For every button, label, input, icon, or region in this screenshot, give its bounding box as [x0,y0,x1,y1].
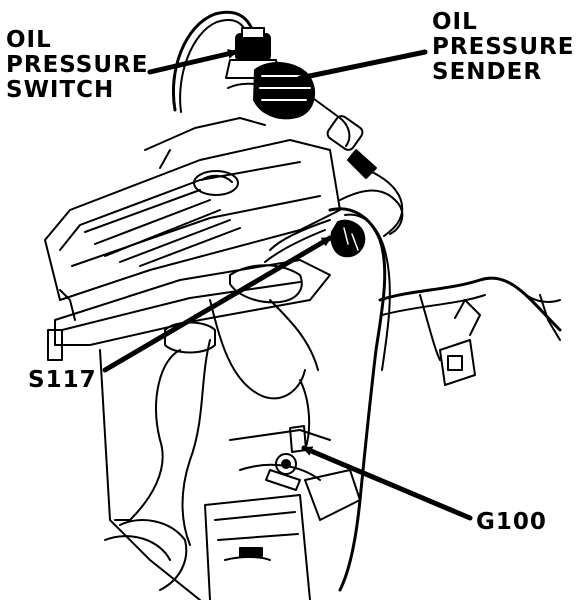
valve-cover [44,117,341,301]
oil-pressure-switch-part [171,10,281,113]
s117-label: S117 [28,367,97,393]
s117-arrow [102,235,333,373]
oil-pressure-switch-line-1: OIL [6,27,52,53]
starter-assembly [204,469,361,600]
g100-ground-part [265,425,307,491]
oil-pressure-sender-arrow [297,49,428,82]
s117-splice-part [330,219,366,258]
oil-pressure-sender-line-1: OIL [432,9,478,35]
oil-pressure-switch-line-3: SWITCH [6,77,115,103]
oil-pressure-sender-label: OIL PRESSURE SENDER [432,10,574,85]
wiring-harness [264,189,562,592]
intake-manifold [47,259,331,400]
oil-pressure-sender-line-2: PRESSURE [432,34,575,60]
g100-arrow [301,445,473,521]
oil-pressure-sender-line-3: SENDER [432,59,543,85]
oil-pressure-switch-arrow [147,48,239,75]
oil-pressure-switch-line-2: PRESSURE [6,52,149,78]
oil-pressure-switch-label: OIL PRESSURE SWITCH [6,28,148,103]
bracket-relay [419,289,561,386]
g100-label: G100 [476,509,547,535]
